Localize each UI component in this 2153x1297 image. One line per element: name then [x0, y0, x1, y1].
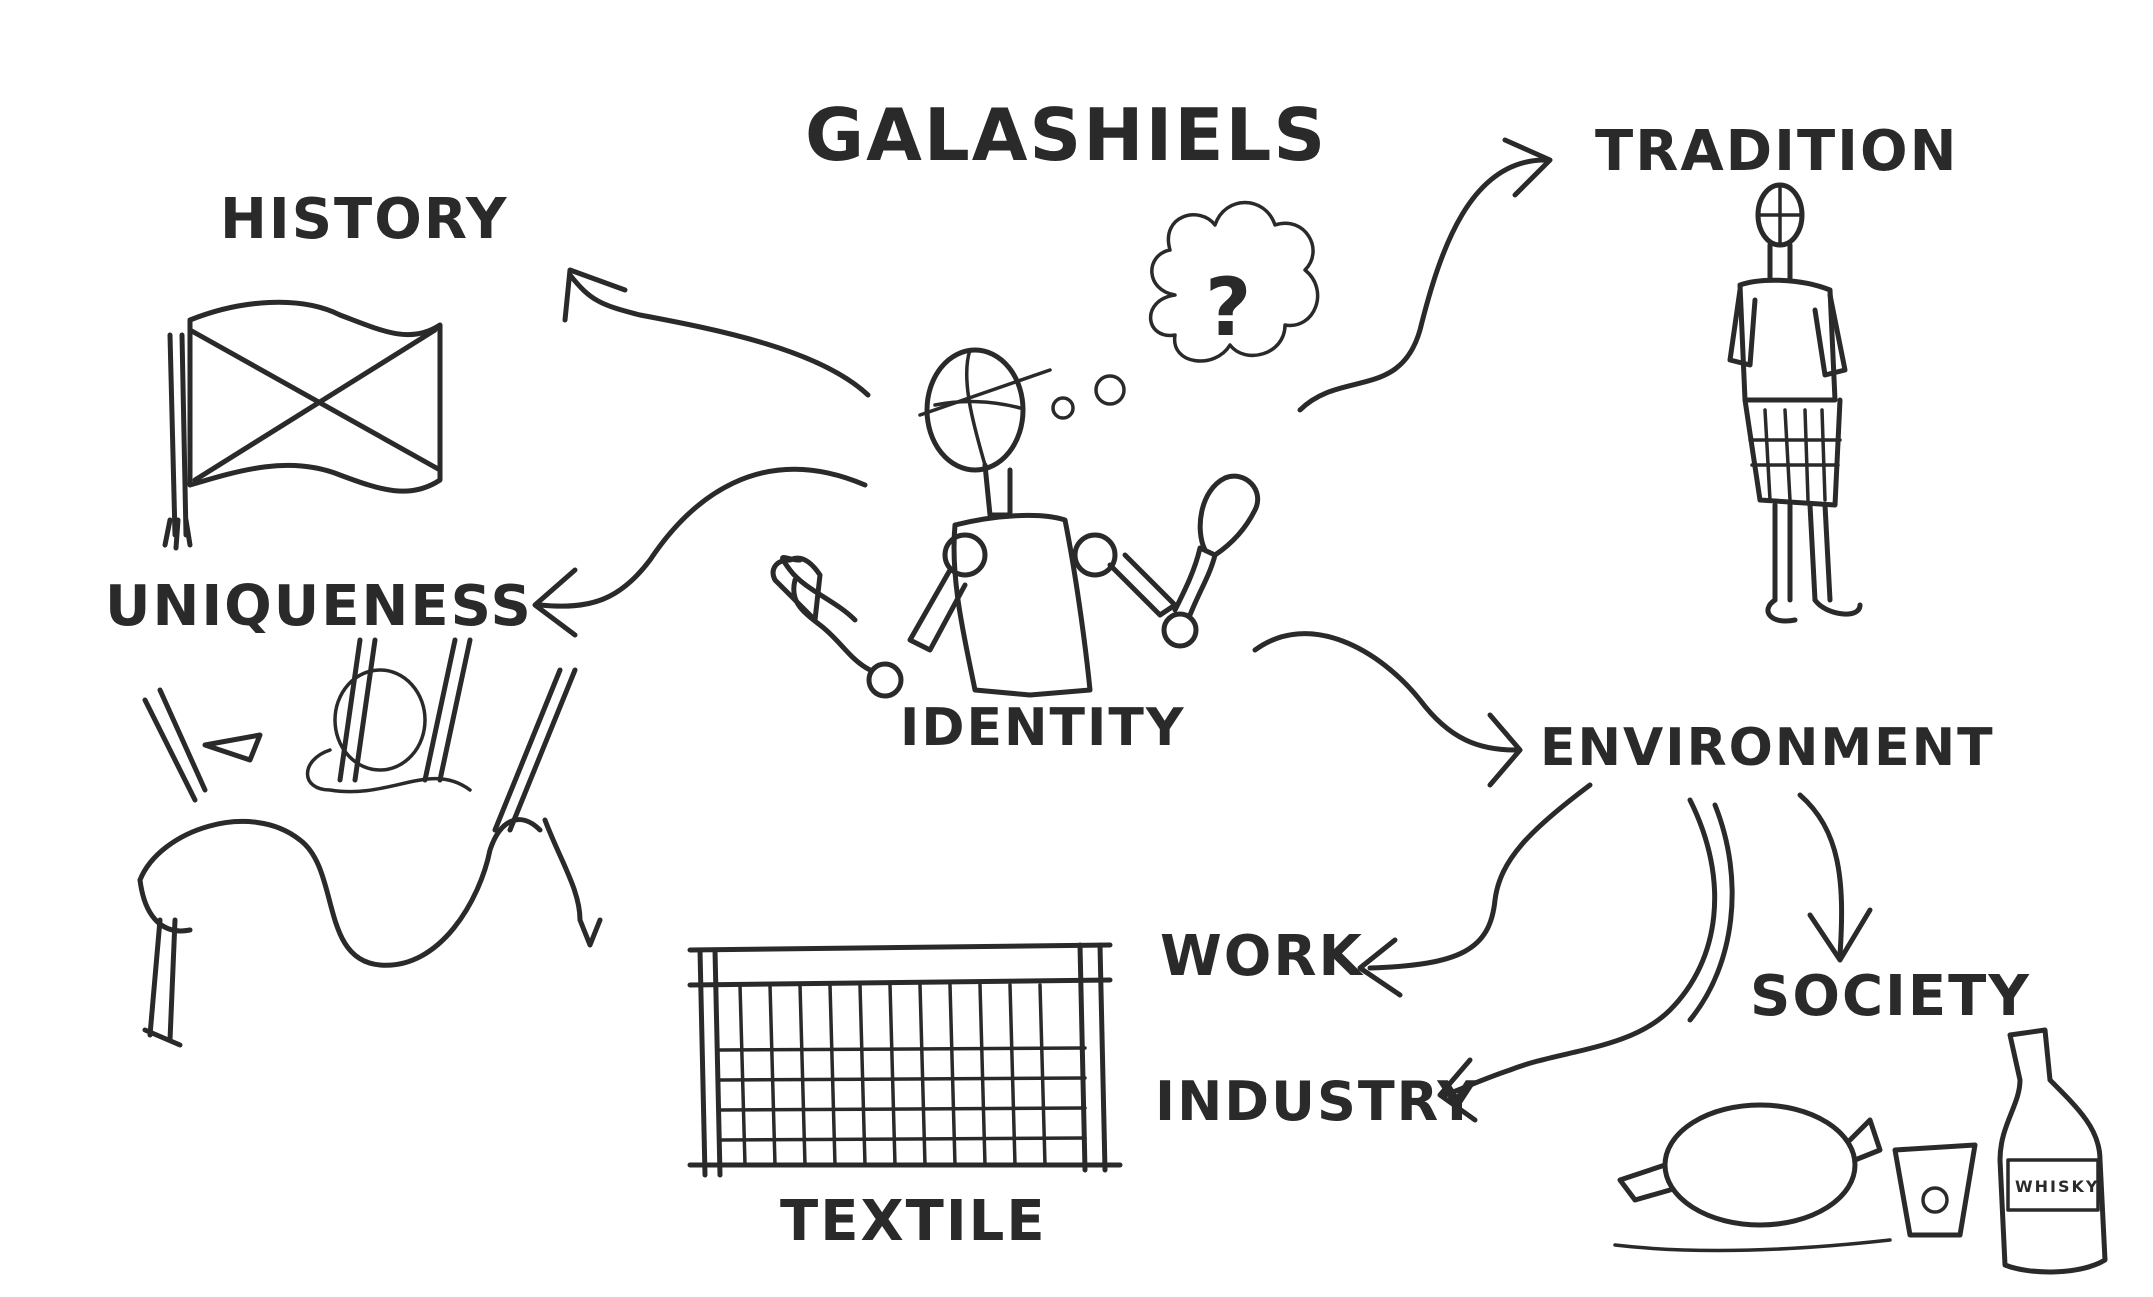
bagpipes-icon	[137, 637, 603, 1048]
arrow-to-tradition	[1297, 137, 1553, 413]
industry-label: INDUSTRY	[1155, 1070, 1478, 1133]
arrow-to-environment	[1252, 631, 1523, 788]
work-label: WORK	[1160, 924, 1364, 989]
bottle-label: WHISKY	[2015, 1177, 2100, 1196]
question-mark: ?	[1205, 261, 1253, 354]
glass-icon	[1892, 1142, 1978, 1238]
arrow-to-uniqueness	[532, 466, 868, 638]
environment-label: ENVIRONMENT	[1540, 718, 1995, 778]
arrow-to-industry	[1437, 797, 1735, 1123]
whisky-bottle-icon: WHISKY	[1997, 1027, 2108, 1275]
arrow-to-work	[1357, 782, 1593, 998]
arrow-to-society	[1797, 792, 1873, 963]
history-label: HISTORY	[220, 187, 508, 252]
identity-label: IDENTITY	[900, 698, 1186, 758]
scottish-flag-icon	[162, 299, 443, 551]
thought-bubble: ?	[1148, 200, 1320, 363]
textile-label: TEXTILE	[780, 1189, 1047, 1254]
tradition-label: TRADITION	[1595, 119, 1959, 184]
wooden-mannequin-icon	[770, 347, 1261, 699]
uniqueness-label: UNIQUENESS	[105, 574, 533, 639]
loom-icon	[687, 942, 1123, 1178]
arrow-to-history	[562, 267, 871, 398]
haggis-icon	[1613, 1102, 1892, 1253]
society-label: SOCIETY	[1750, 964, 2031, 1029]
map-title: GALASHIELS	[805, 93, 1327, 177]
kilted-figure-icon	[1727, 182, 1863, 624]
